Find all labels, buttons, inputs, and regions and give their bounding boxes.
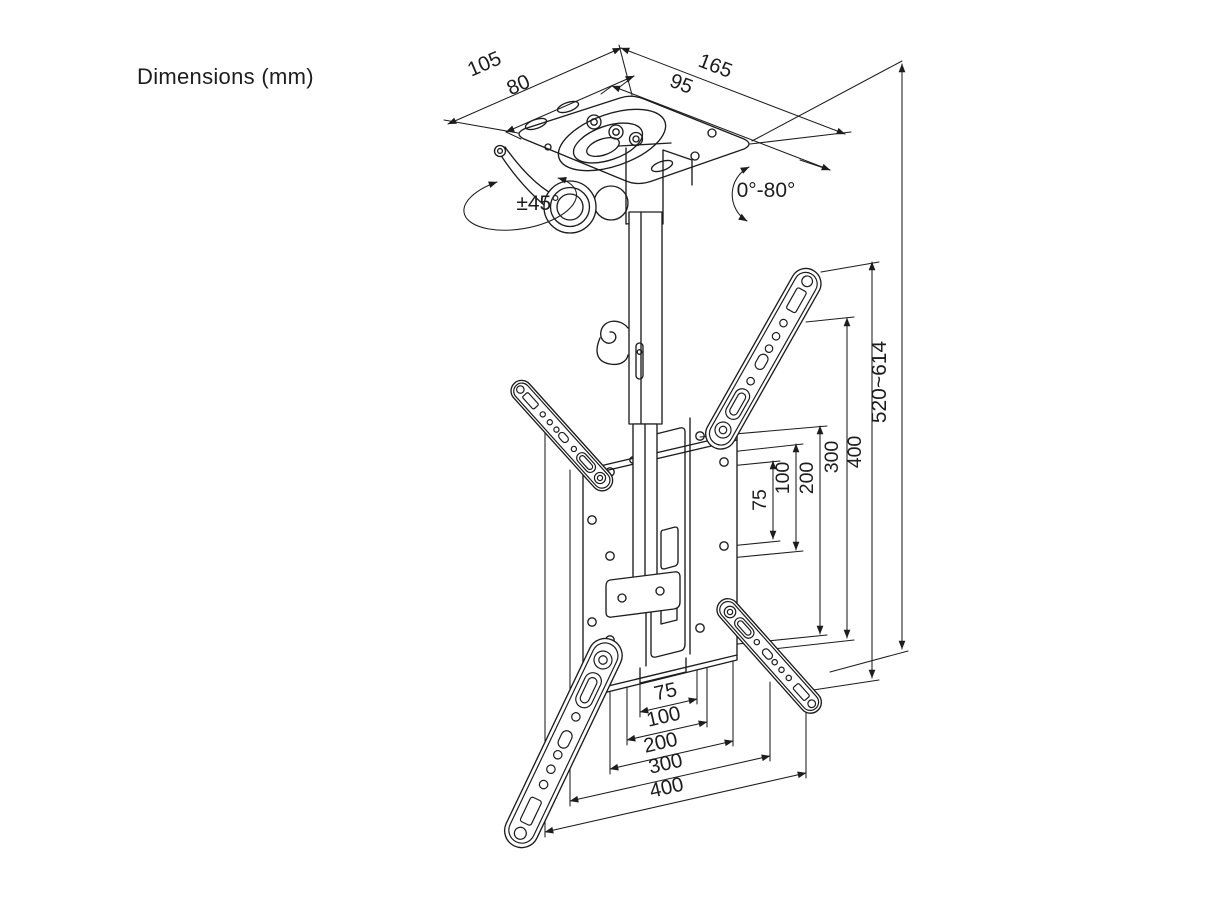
dim-label-95: 95 <box>667 69 697 99</box>
vesa-v-label-400: 400 <box>844 436 866 469</box>
dim-line-horizontal-400 <box>544 771 807 834</box>
dim-label-80: 80 <box>503 70 533 100</box>
tilt-arrow <box>731 166 750 222</box>
height-extension-top <box>751 60 903 142</box>
ceiling-plate <box>518 95 750 185</box>
vesa-h-label-100: 100 <box>644 702 683 732</box>
vesa-arm-top-left <box>506 375 618 496</box>
telescoping-pole <box>596 211 681 618</box>
height-extension-bottom <box>829 650 909 673</box>
hinge-assembly <box>493 142 693 234</box>
labels: Dimensions (mm) 105 80 165 95 ±45° 0°-80… <box>137 47 891 803</box>
dim-line-95 <box>611 85 831 171</box>
vesa-v-label-100: 100 <box>772 462 794 495</box>
height-range-label: 520~614 <box>868 341 891 424</box>
vesa-v-label-200: 200 <box>796 462 818 495</box>
vesa-h-label-75: 75 <box>652 678 679 706</box>
tilt-angle-label: 0°-80° <box>737 179 796 202</box>
top-dimension-lines <box>443 44 852 171</box>
vesa-v-label-300: 300 <box>821 441 843 474</box>
page-title: Dimensions (mm) <box>137 64 314 89</box>
dim-label-105: 105 <box>464 47 505 82</box>
vesa-arm-bottom-left <box>498 632 629 854</box>
dim-line-horizontal-100 <box>626 720 708 742</box>
vesa-arm-top-right <box>699 262 828 456</box>
dim-label-165: 165 <box>695 49 735 83</box>
dim-line-80 <box>505 75 635 133</box>
swivel-angle-label: ±45° <box>516 192 559 215</box>
dim-line-horizontal-75 <box>639 697 698 714</box>
rotation-annotations <box>463 166 750 231</box>
swivel-arrow <box>463 177 578 231</box>
vesa-v-label-75: 75 <box>749 489 771 511</box>
